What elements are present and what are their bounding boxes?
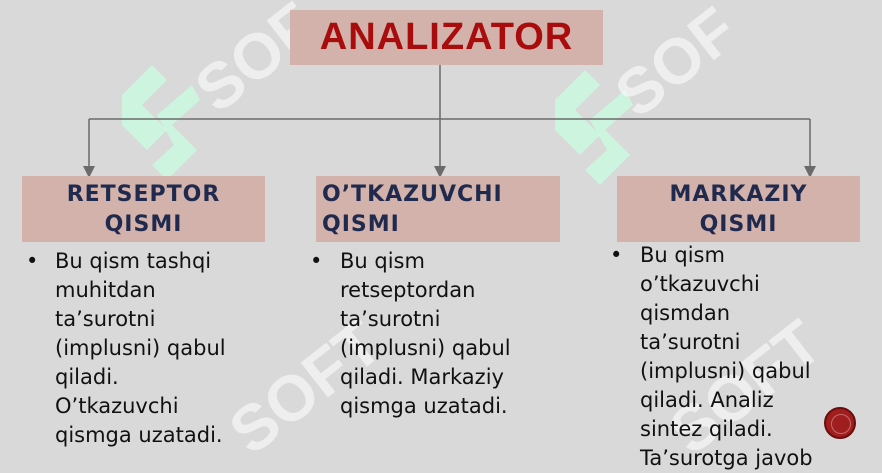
box-label-line1: MARKAZIY: [669, 182, 808, 207]
description-retseptor: Bu qism tashqi muhitdan ta’surotni (impl…: [55, 249, 226, 447]
box-label-line2: QISMI: [104, 212, 183, 237]
watermark-logo-icon: [555, 70, 633, 185]
bullet-icon: •: [26, 249, 39, 273]
box-markaziy: MARKAZIY QISMI: [617, 176, 860, 242]
connector-lines: [83, 65, 816, 178]
box-label-line2: QISMI: [699, 212, 778, 237]
description-otkazuvchi: Bu qism retseptordan ta’surotni (implusn…: [340, 249, 511, 418]
box-label-line1: RETSEPTOR: [66, 182, 221, 207]
description-markaziy: Bu qism o’tkazuvchi qismdan ta’surotni (…: [640, 243, 813, 470]
bullet-icon: •: [310, 249, 323, 273]
box-otkazuvchi: O’TKAZUVCHI QISMI: [316, 176, 560, 242]
title-box: ANALIZATOR: [290, 10, 603, 65]
box-retseptor: RETSEPTOR QISMI: [22, 176, 265, 242]
title-text: ANALIZATOR: [319, 16, 574, 58]
box-label-line2: QISMI: [322, 212, 400, 237]
nav-button-icon[interactable]: [824, 407, 856, 439]
bullet-icon: •: [610, 243, 623, 267]
watermark-logo-icon: [122, 65, 200, 180]
box-label-line1: O’TKAZUVCHI: [322, 182, 503, 207]
